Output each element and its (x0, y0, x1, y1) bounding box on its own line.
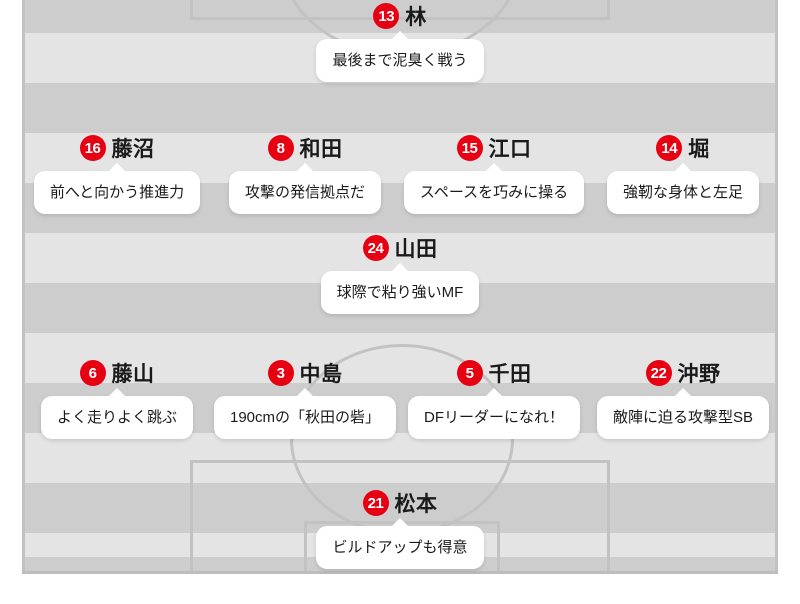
player-comment-wrap: 190cmの「秋田の砦」 (205, 387, 405, 439)
player-comment-bubble: 球際で粘り強いMF (320, 263, 480, 314)
player-name-label: 江口 (488, 138, 532, 161)
player-comment-wrap: 最後まで泥臭く戦う (300, 30, 500, 82)
player-comment-wrap: DFリーダーになれ！ (394, 387, 594, 439)
jersey-number-badge: 8 (267, 135, 294, 161)
player-comment-bubble: よく走りよく跳ぶ (40, 388, 193, 439)
player-name-label: 山田 (394, 238, 438, 261)
jersey-number-badge: 16 (79, 135, 106, 161)
player-comment-wrap: 強靭な身体と左足 (583, 162, 783, 214)
jersey-number-badge: 14 (656, 135, 683, 161)
player-name-label: 林 (405, 6, 427, 29)
player-comment-bubble: 190cmの「秋田の砦」 (213, 388, 397, 439)
player-comment-bubble: スペースを巧みに操る (403, 163, 585, 214)
near-penalty-box-marking (190, 460, 610, 574)
player-comment-bubble: 敵陣に迫る攻撃型SB (596, 388, 769, 439)
player-comment-bubble: 最後まで泥臭く戦う (316, 31, 484, 82)
player-comment-bubble: 強靭な身体と左足 (606, 163, 759, 214)
jersey-number-badge: 24 (362, 235, 389, 261)
player-name-label: 千田 (488, 363, 532, 386)
player-name-label: 和田 (299, 138, 343, 161)
player-comment-bubble: DFリーダーになれ！ (408, 388, 580, 439)
jersey-number-badge: 5 (456, 360, 483, 386)
player-comment-wrap: 敵陣に迫る攻撃型SB (583, 387, 783, 439)
player-name-label: 堀 (688, 138, 710, 161)
player-comment-bubble: 前へと向かう推進力 (33, 163, 201, 214)
jersey-number-badge: 15 (456, 135, 483, 161)
pitch-touchline-right (775, 0, 778, 574)
jersey-number-badge: 3 (267, 360, 294, 386)
pitch-touchline-left (22, 0, 25, 574)
jersey-number-badge: 21 (362, 490, 389, 516)
player-comment-wrap: 前へと向かう推進力 (17, 162, 217, 214)
player-comment-bubble: 攻撃の発信拠点だ (228, 163, 381, 214)
pitch-goal-line (22, 571, 778, 574)
player-comment-wrap: 攻撃の発信拠点だ (205, 162, 405, 214)
jersey-number-badge: 6 (79, 360, 106, 386)
player-comment-wrap: 球際で粘り強いMF (300, 262, 500, 314)
player-name-label: 松本 (394, 493, 438, 516)
player-comment-bubble: ビルドアップも得意 (316, 518, 484, 569)
jersey-number-badge: 13 (373, 3, 400, 29)
player-name-label: 沖野 (677, 363, 721, 386)
player-name-label: 藤山 (111, 363, 155, 386)
player-comment-wrap: スペースを巧みに操る (394, 162, 594, 214)
player-comment-wrap: ビルドアップも得意 (300, 517, 500, 569)
player-comment-wrap: よく走りよく跳ぶ (17, 387, 217, 439)
jersey-number-badge: 22 (645, 360, 672, 386)
player-name-label: 中島 (299, 363, 343, 386)
player-name-label: 藤沼 (111, 138, 155, 161)
